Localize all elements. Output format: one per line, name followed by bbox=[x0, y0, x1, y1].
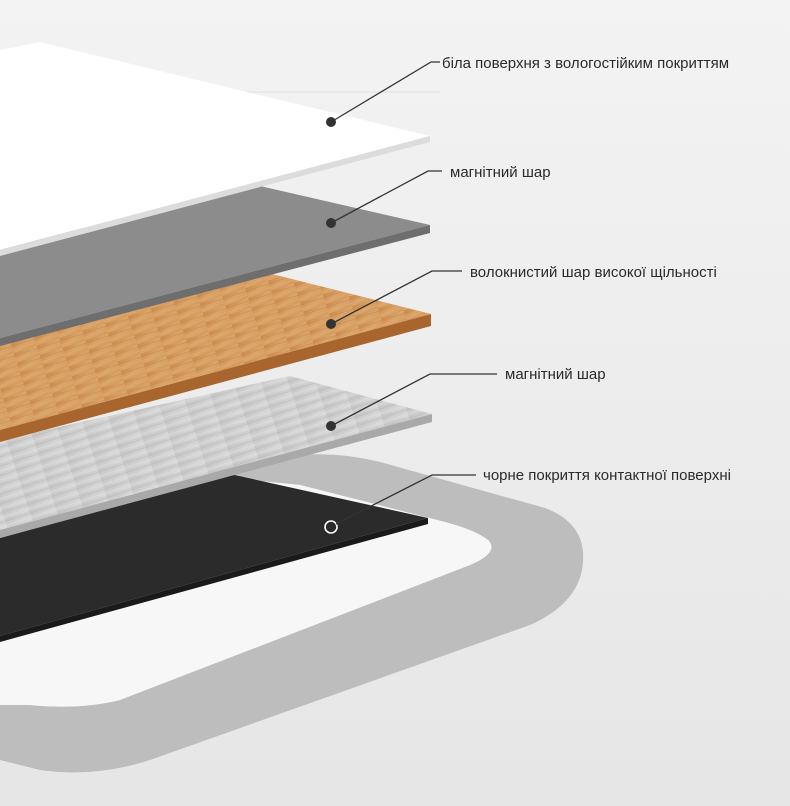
label-magnetic-top: магнітний шар bbox=[450, 164, 551, 181]
layer-magnetic-top-edge bbox=[0, 225, 430, 346]
callout-fiber-core: волокнистий шар високої щільності bbox=[326, 264, 717, 329]
label-fiber-core: волокнистий шар високої щільності bbox=[470, 264, 717, 281]
layer-fiber-core bbox=[0, 272, 431, 430]
label-white-surface: біла поверхня з вологостійким покриттям bbox=[442, 55, 729, 72]
layer-fiber-core-edge bbox=[0, 314, 431, 442]
leader-line-white-surface bbox=[330, 61, 440, 123]
marker-black-coating bbox=[324, 520, 338, 534]
label-black-coating: чорне покриття контактної поверхні bbox=[483, 467, 731, 484]
layer-black-coating bbox=[0, 474, 428, 636]
leader-line-black-coating bbox=[335, 474, 476, 525]
layer-magnetic-bottom bbox=[0, 376, 432, 530]
callout-black-coating: чорне покриття контактної поверхні bbox=[324, 467, 731, 534]
callout-white-surface: біла поверхня з вологостійким покриттям bbox=[326, 55, 729, 127]
leader-line-magnetic-bottom bbox=[330, 373, 497, 427]
layer-white-surface-edge bbox=[0, 136, 430, 256]
leader-line-fiber-core bbox=[330, 270, 462, 325]
leader-line-magnetic-top bbox=[330, 170, 442, 224]
callout-magnetic-bottom: магнітний шар bbox=[326, 366, 606, 431]
label-magnetic-bottom: магнітний шар bbox=[505, 366, 606, 383]
layer-black-coating-edge bbox=[0, 518, 428, 642]
layer-magnetic-bottom-edge bbox=[0, 414, 432, 538]
frame-tray bbox=[0, 454, 584, 773]
callout-magnetic-top: магнітний шар bbox=[326, 164, 551, 228]
layer-white-surface bbox=[0, 42, 430, 250]
